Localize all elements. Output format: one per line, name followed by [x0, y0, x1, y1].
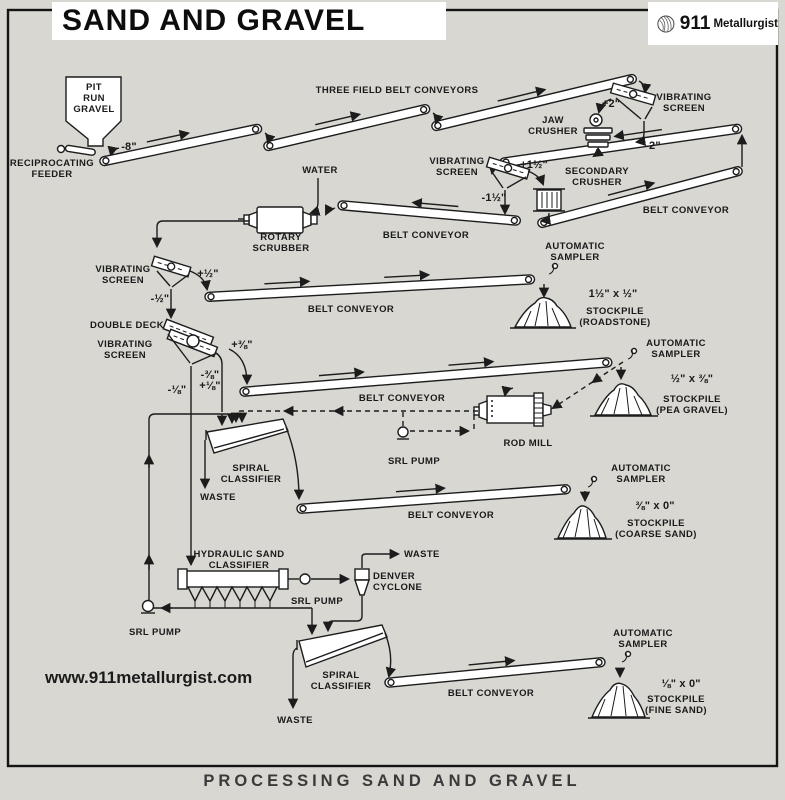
border-frame — [6, 8, 779, 768]
label-size-fine: ⅛" x 0" — [661, 678, 701, 690]
label-sampler-fine: AUTOMATIC SAMPLER — [613, 628, 673, 650]
belt-conveyor-field-1 — [99, 123, 263, 167]
label-waste-1: WASTE — [200, 492, 236, 503]
label-rod-mill: ROD MILL — [503, 438, 553, 449]
label-waste-cyclone: WASTE — [404, 549, 440, 560]
title-banner: SAND AND GRAVEL — [52, 2, 446, 40]
label-minus-38-plus-18: -⅜" +⅛" — [199, 369, 221, 392]
label-denver-cyclone: DENVER CYCLONE — [373, 571, 423, 593]
label-minus-2: -2" — [645, 140, 661, 152]
srl-pump-mid-shape — [397, 426, 409, 440]
label-hydraulic-classifier: HYDRAULIC SAND CLASSIFIER — [193, 549, 285, 571]
label-minus-18: -⅛" — [167, 384, 187, 396]
label-srl-pump-left: SRL PUMP — [128, 627, 182, 638]
label-plus-2: +2" — [601, 98, 621, 110]
belt-conveyor-roadstone — [204, 270, 536, 302]
vibrating-screen-3 — [150, 255, 211, 320]
label-minus-half: -½" — [150, 293, 170, 305]
label-plus-38: +⅜" — [231, 339, 253, 351]
label-stockpile-fine: STOCKPILE (FINE SAND) — [645, 694, 707, 716]
jaw-crusher-shape — [583, 113, 613, 158]
label-vibrating-screen-2: VIBRATING SCREEN — [429, 156, 485, 178]
label-water: WATER — [302, 165, 338, 176]
spiral-classifier-2-shape — [287, 624, 397, 710]
label-reciprocating-feeder: RECIPROCATING FEEDER — [9, 158, 95, 180]
srl-pump-left-shape — [141, 599, 155, 614]
cyclone-circuit — [288, 548, 401, 633]
label-sampler-roadstone: AUTOMATIC SAMPLER — [545, 241, 605, 263]
logo-number: 911 — [679, 12, 711, 34]
logo-ball-icon — [657, 14, 675, 33]
sampler-pea-icon — [627, 347, 638, 360]
vibrating-screen-1 — [595, 82, 657, 147]
double-deck-vibrating-screen — [162, 318, 253, 412]
label-spiral-classifier-2: SPIRAL CLASSIFIER — [310, 670, 372, 692]
belt-conveyor-field-3 — [431, 73, 638, 132]
logo: 911 Metallurgist — [648, 2, 778, 45]
label-stockpile-coarse: STOCKPILE (COARSE SAND) — [615, 518, 697, 540]
label-belt-conveyor-pea: BELT CONVEYOR — [358, 393, 446, 404]
belt-conveyor-field-2 — [263, 104, 431, 152]
secondary-crusher-shape — [533, 188, 565, 226]
watermark-url: www.911metallurgist.com — [45, 668, 253, 687]
label-belt-conveyor-fine: BELT CONVEYOR — [447, 688, 535, 699]
stockpile-roadstone-shape — [510, 284, 576, 329]
label-size-pea: ½" x ⅜" — [670, 373, 714, 385]
belt-conveyor-pea — [239, 357, 613, 397]
label-srl-pump-mid: SRL PUMP — [387, 456, 441, 467]
water-line — [308, 178, 321, 216]
vibrating-screen-2 — [485, 156, 545, 216]
label-sampler-coarse: AUTOMATIC SAMPLER — [611, 463, 671, 485]
stockpile-fine-shape — [588, 667, 650, 719]
reciprocating-feeder-shape — [56, 144, 120, 158]
pit-run-gravel-hopper — [65, 76, 122, 147]
belt-conveyor-fine — [384, 656, 606, 688]
scrubber-discharge-line — [151, 220, 249, 249]
label-secondary-crusher: SECONDARY CRUSHER — [565, 166, 629, 188]
label-vibrating-screen-3: VIBRATING SCREEN — [95, 264, 151, 286]
dashed-circuit — [230, 361, 624, 437]
label-double-deck: DOUBLE DECK — [89, 320, 165, 331]
label-vibrating-screen-4: VIBRATING SCREEN — [97, 339, 153, 361]
label-jaw-crusher: JAW CRUSHER — [528, 115, 578, 137]
label-vibrating-screen-1: VIBRATING SCREEN — [656, 92, 712, 114]
label-belt-conveyor-right: BELT CONVEYOR — [642, 205, 730, 216]
stockpile-pea-shape — [590, 367, 658, 417]
rod-mill-shape — [473, 385, 552, 427]
label-minus-1-half: -1½" — [481, 192, 507, 204]
rotary-scrubber-shape — [238, 206, 318, 234]
label-belt-conveyor-roadstone: BELT CONVEYOR — [307, 304, 395, 315]
label-pit-run-gravel: PIT RUN GRAVEL — [73, 82, 115, 115]
label-belt-conveyor-coarse: BELT CONVEYOR — [407, 510, 495, 521]
label-size-roadstone: 1½" x ½" — [588, 288, 638, 300]
label-spiral-classifier-1: SPIRAL CLASSIFIER — [220, 463, 282, 485]
label-stockpile-pea: STOCKPILE (PEA GRAVEL) — [656, 394, 728, 416]
belt-conveyor-coarse — [296, 483, 571, 514]
bottom-caption: PROCESSING SAND AND GRAVEL — [203, 772, 581, 790]
label-srl-pump-hydraulic: SRL PUMP — [290, 596, 344, 607]
belt-conveyor-to-scrubber — [337, 198, 522, 226]
label-sampler-pea: AUTOMATIC SAMPLER — [646, 338, 706, 360]
hydraulic-classifier-shape — [153, 568, 318, 636]
label-size-coarse: ⅜" x 0" — [635, 500, 675, 512]
sampler-roadstone-icon — [548, 262, 559, 275]
label-minus-8: -8" — [121, 141, 137, 153]
stockpile-coarse-shape — [554, 491, 612, 540]
sampler-fine-icon — [621, 650, 632, 663]
label-three-field-conveyors: THREE FIELD BELT CONVEYORS — [315, 85, 479, 96]
spiral-classifier-1-shape — [199, 418, 305, 501]
page-title: SAND AND GRAVEL — [62, 4, 366, 37]
label-plus-1-half: +1½" — [520, 159, 548, 171]
label-waste-2: WASTE — [277, 715, 313, 726]
sampler-coarse-icon — [587, 475, 598, 488]
logo-name: Metallurgist — [713, 17, 778, 30]
label-stockpile-roadstone: STOCKPILE (ROADSTONE) — [579, 306, 651, 328]
label-plus-half: +½" — [197, 268, 219, 280]
label-belt-conveyor-mid: BELT CONVEYOR — [382, 230, 470, 241]
label-rotary-scrubber: ROTARY SCRUBBER — [252, 232, 310, 254]
